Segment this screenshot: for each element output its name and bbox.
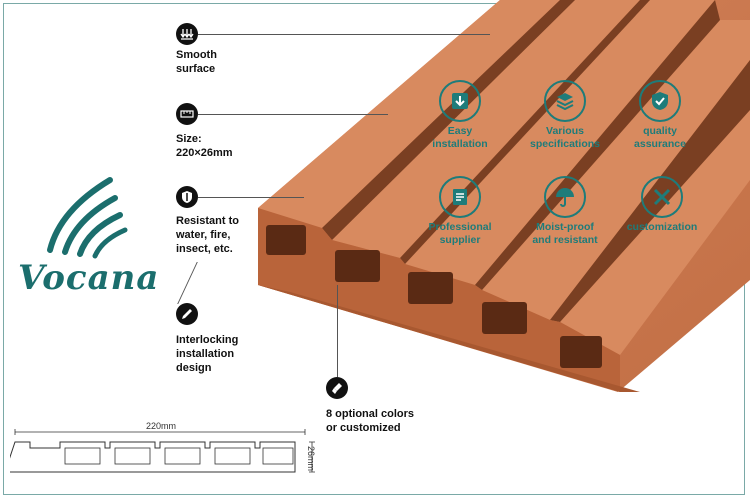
width-dimension-label: 220mm <box>146 421 177 431</box>
layers-icon <box>544 80 586 122</box>
shield-icon <box>176 186 198 208</box>
tools-icon <box>641 176 683 218</box>
height-dimension-label: 26mm <box>306 446 316 472</box>
callout-size: Size: 220×26mm <box>176 133 233 159</box>
ruler-icon <box>176 103 198 125</box>
feature-professional-supplier: Professional supplier <box>410 176 510 247</box>
feature-quality-assurance: quality assurance <box>610 80 710 151</box>
feature-label: customization <box>626 221 698 233</box>
feature-various-specifications: Various specifications <box>515 80 615 151</box>
arrows-down-icon <box>176 23 198 45</box>
callout-resistant: Resistant to water, fire, insect, etc. <box>176 215 239 255</box>
feature-label: Easy installation <box>432 125 488 150</box>
callout-line-resistant <box>198 197 304 198</box>
brush-icon <box>326 377 348 399</box>
screw-icon <box>176 303 198 325</box>
callout-line-size <box>198 114 388 115</box>
callout-line-smooth <box>198 34 490 35</box>
umbrella-icon <box>544 176 586 218</box>
feature-label: Moist-proof and resistant <box>532 221 598 246</box>
cross-section-diagram <box>10 429 315 473</box>
feature-label: quality assurance <box>634 125 686 150</box>
brand-logo: Vocana <box>18 258 160 298</box>
feature-label: Professional supplier <box>428 221 492 246</box>
feature-label: Various specifications <box>529 125 601 150</box>
document-icon <box>439 176 481 218</box>
callout-colors: 8 optional colors or customized <box>326 408 415 434</box>
vocana-logo-waves <box>47 177 128 259</box>
callout-line-colors <box>337 285 338 377</box>
download-box-icon <box>439 80 481 122</box>
feature-easy-installation: Easy installation <box>410 80 510 151</box>
shield-check-icon <box>639 80 681 122</box>
callout-interlocking: Interlocking installation design <box>176 334 239 374</box>
callout-smooth-surface: Smooth surface <box>176 49 217 75</box>
feature-moist-proof: Moist-proof and resistant <box>515 176 615 247</box>
feature-customization: customization <box>612 176 712 234</box>
